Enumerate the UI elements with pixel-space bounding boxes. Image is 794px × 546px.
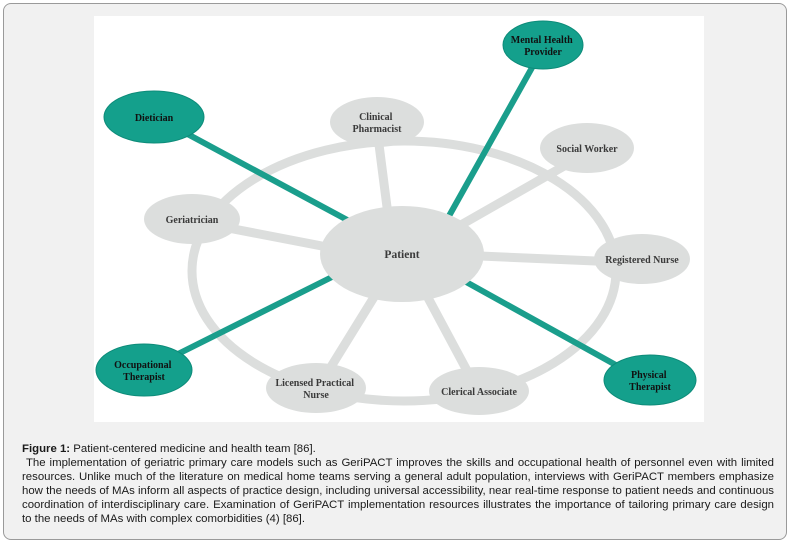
node-dietician [103,90,205,144]
node-clerical-associate [429,367,529,415]
caption-body-text: The implementation of geriatric primary … [22,457,774,525]
spoke-mental-health-provider [446,45,546,219]
node-licensed-practical-nurse [266,363,366,413]
node-physical-therapist [603,354,697,406]
mental-health-provider-label: Mental Health Provider [511,35,575,58]
node-patient [320,206,484,302]
figure-caption: Figure 1: Patient-centered medicine and … [22,442,774,526]
clerical-associate-label: Clerical Associate [441,387,517,398]
team-diagram: Patient Clinical Pharmacist Social Worke… [94,16,704,422]
licensed-practical-nurse-label: Licensed Practical Nurse [275,378,356,401]
dietician-label: Dietician [135,113,174,124]
figure-label: Figure 1: [22,443,71,455]
node-mental-health-provider [502,20,584,70]
node-geriatrician [144,194,240,244]
clinical-pharmacist-label: Clinical Pharmacist [353,112,403,135]
figure-panel: Patient Clinical Pharmacist Social Worke… [3,3,787,540]
physical-therapist-label: Physical Therapist [629,370,671,393]
node-social-worker [540,123,634,173]
node-registered-nurse [594,234,690,284]
occupational-therapist-label: Occupational Therapist [114,360,174,383]
geriatrician-label: Geriatrician [166,215,219,226]
node-clinical-pharmacist [330,97,424,147]
social-worker-label: Social Worker [556,144,618,155]
registered-nurse-label: Registered Nurse [605,255,679,266]
caption-body: The implementation of geriatric primary … [22,456,774,526]
node-occupational-therapist [95,343,193,397]
patient-label: Patient [384,249,419,261]
team-diagram-svg: Patient Clinical Pharmacist Social Worke… [95,20,697,415]
caption-title-line: Figure 1: Patient-centered medicine and … [22,442,774,456]
figure-title: Patient-centered medicine and health tea… [70,443,316,455]
